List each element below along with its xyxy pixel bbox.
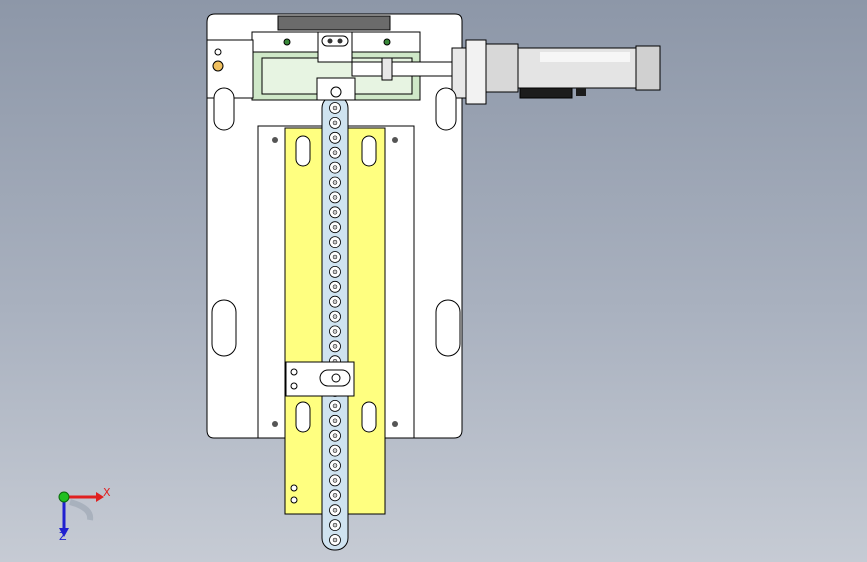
chain-pin [332,478,338,483]
clamp-bolt [331,373,341,383]
floating-joint-slot [321,35,349,47]
z-axis-arrowhead [59,528,69,537]
chain-pin [332,150,338,155]
chain-pin [332,284,338,290]
piston-rod[interactable] [351,61,463,77]
triad-shade [69,499,94,521]
rail-slot-bottom-left [295,401,311,433]
slider-screw [327,38,333,44]
top-clamp-block[interactable] [277,15,391,31]
chain-pin [332,105,338,111]
sensor-cable-block[interactable] [519,87,573,99]
clamp-hole [290,382,298,390]
chain-pin [332,403,338,409]
plate-slot-mid-right [435,299,461,357]
left-stop-bolt[interactable] [212,60,224,72]
cylinder-body-highlight [540,52,630,62]
chain-pin [332,463,338,468]
rail-slot-top-left [295,135,311,167]
chain-pin [332,239,338,245]
cylinder-flange[interactable] [465,39,487,105]
chain-pin [332,180,338,185]
frame-bolt [283,38,291,46]
y-axis-origin [58,491,70,503]
chain-pin [332,195,338,200]
chain-pin [332,210,338,215]
rod-nut [381,57,393,81]
chain-pin [332,537,338,543]
pocket-bolt [392,137,398,143]
plate-slot-mid-left [211,299,237,357]
pocket-bolt [272,137,278,143]
chain-pin [332,329,338,334]
chain-pin [332,135,338,141]
chain-pin [332,493,338,498]
plate-slot-top-right [435,87,457,131]
frame-bolt [383,38,391,46]
chain-pin [332,418,338,424]
x-axis-arrowhead [96,492,104,502]
left-stop-hole [214,48,222,56]
chain-pin [332,448,338,453]
z-axis-label: Z [59,530,67,543]
chain-pin [332,314,338,319]
reference-triad [58,491,104,537]
chain-pin [332,224,338,230]
rail-hole [290,484,298,492]
sensor-switch[interactable] [576,88,586,96]
connector-bolt [330,86,342,98]
rail-hole [290,496,298,504]
cylinder-end-cap[interactable] [635,45,661,91]
chain-pin [332,165,338,170]
chain-pin [332,433,338,438]
slider-screw [337,38,343,44]
chain-pin [332,254,338,260]
chain-pin [332,269,338,275]
clamp-hole [290,368,298,376]
plate-slot-top-left [213,87,235,131]
pocket-bolt [272,421,278,427]
chain-pin [332,120,338,126]
rail-slot-bottom-right [361,401,377,433]
pocket-bolt [392,421,398,427]
chain-pin [332,344,338,349]
cylinder-collar[interactable] [485,43,519,93]
chain-pin [332,507,338,513]
rail-slot-top-right [361,135,377,167]
chain-pin [332,522,338,528]
chain-pin [332,299,338,304]
x-axis-label: X [103,486,111,499]
